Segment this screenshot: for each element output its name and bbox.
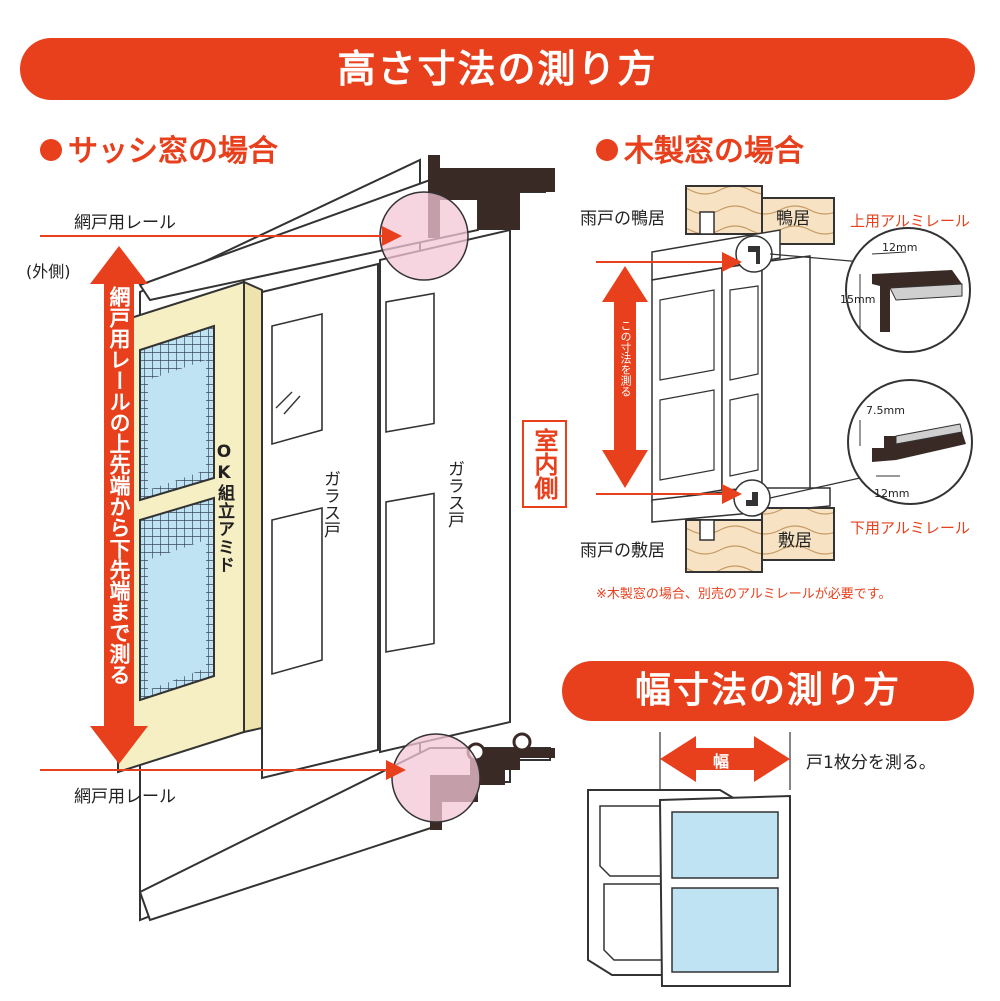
width-measure-banner: 幅寸法の測り方 (562, 661, 974, 721)
height-measure-title: 高さ寸法の測り方 (337, 47, 658, 91)
bottom-rail-label: 網戸用レール (74, 787, 176, 807)
upper-rail-label: 上用アルミレール (850, 212, 970, 230)
wood-window-heading: 木製窓の場合 (596, 126, 804, 170)
aluminum-rail-note: ※木製窓の場合、別売のアルミレールが必要です。 (596, 587, 892, 602)
glass-door-outer (261, 262, 379, 780)
outside-label: (外側) (26, 262, 71, 281)
height-measure-banner: 高さ寸法の測り方 (20, 38, 975, 100)
width-diagram (587, 732, 791, 987)
upper-rail-detail (845, 227, 971, 353)
height-measure-instruction: 網戸用レールの上先端から下先端まで測る (107, 286, 131, 685)
kamoi-label: 鴨居 (776, 209, 810, 229)
measure-this-label: この寸法を測る (619, 320, 632, 397)
lower-rail-detail (847, 379, 973, 505)
wood-height-measure-arrow (602, 266, 648, 488)
glass-door-1-label: ガラス戸 (320, 470, 340, 538)
glass-door-inner (379, 228, 511, 754)
lower-rail-width-dim: 12mm (874, 487, 910, 500)
lower-rail-label: 下用アルミレール (850, 519, 970, 537)
sash-window-diagram (40, 155, 555, 922)
indoor-side-label: 室内側 (522, 420, 567, 508)
glass-door-2-label: ガラス戸 (444, 460, 464, 528)
wood-window-diagram (596, 185, 973, 573)
wood-window-heading-text: 木製窓の場合 (624, 134, 804, 169)
upper-rail-height-dim: 15mm (840, 293, 876, 306)
bottom-rail-callout (391, 733, 481, 823)
height-measure-arrow (90, 246, 148, 764)
amado-shikii-label: 雨戸の敷居 (580, 541, 665, 561)
screen-door-label: OK組立アミド (214, 442, 234, 574)
width-instruction: 戸1枚分を測る。 (806, 753, 936, 773)
width-arrow-label: 幅 (713, 752, 730, 771)
width-measure-arrow (660, 736, 790, 782)
upper-rail-width-dim: 12mm (882, 241, 918, 254)
top-rail-label: 網戸用レール (74, 213, 176, 233)
amado-kamoi-label: 雨戸の鴨居 (580, 209, 665, 229)
shikii-label: 敷居 (778, 531, 812, 551)
sash-window-heading-text: サッシ窓の場合 (68, 134, 278, 169)
screen-door (117, 280, 263, 774)
sash-window-heading: サッシ窓の場合 (40, 126, 278, 170)
lower-rail-height-dim: 7.5mm (866, 404, 905, 417)
bullet-dot-icon (40, 138, 62, 161)
width-measure-title: 幅寸法の測り方 (634, 670, 901, 711)
bullet-dot-icon (596, 138, 618, 161)
